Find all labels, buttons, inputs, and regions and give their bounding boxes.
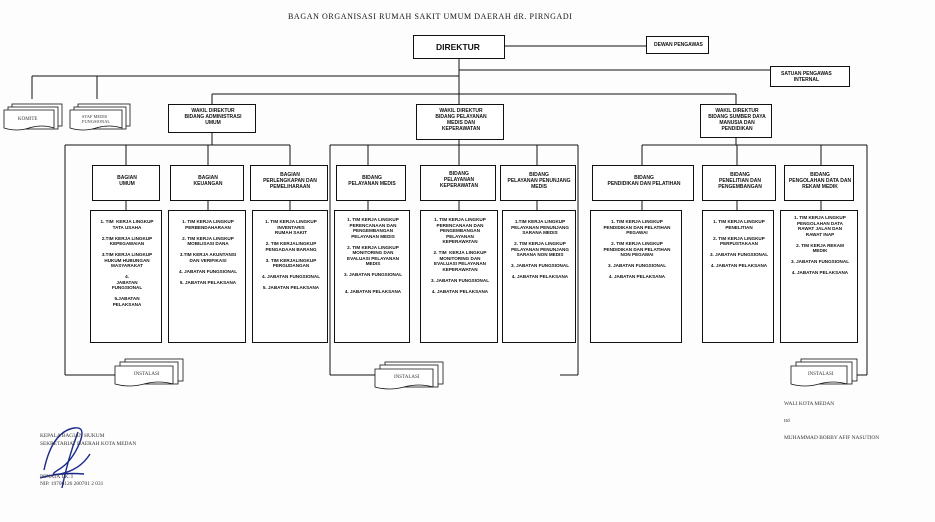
dewan-pengawas-box: DEWAN PENGAWAS	[646, 36, 709, 54]
wakil-sdm-box: WAKIL DIREKTUR BIDANG SUMBER DAYA MANUSI…	[700, 104, 772, 138]
spi-label: SATUAN PENGAWAS INTERNAL	[781, 71, 832, 83]
unit-detail-umum: 1. TIM KERJA LINGKUP TATA USAHA 2.TIM KE…	[90, 210, 162, 343]
unit-head-rekam-medik: BIDANG PENGOLAHAN DATA DAN REKAM MEDIK	[784, 165, 854, 201]
footer-right-line1: WALI KOTA MEDAN	[784, 401, 835, 407]
instalasi-doc-icon-1	[114, 358, 184, 387]
unit-head-keuangan: BAGIAN KEUANGAN	[170, 165, 244, 201]
unit-detail-text: 1. TIM KERJA LINGKUP PERENCANAAN DAN PEN…	[430, 217, 490, 294]
staf-medis-label: STAF MEDIS FUNGSIONAL	[82, 114, 111, 125]
komite-label: KOMITE	[18, 117, 38, 122]
unit-head-label: BAGIAN KEUANGAN	[193, 175, 223, 187]
unit-head-perlengkapan: BAGIAN PERLENGKAPAN DAN PEMELIHARAAN	[250, 165, 328, 201]
wakil-pelayanan-label: WAKIL DIREKTUR BIDANG PELAYANAN MEDIS DA…	[435, 108, 487, 132]
instalasi-label-2: INSTALASI	[394, 375, 420, 380]
chart-title: BAGAN ORGANISASI RUMAH SAKIT UMUM DAERAH…	[288, 12, 573, 21]
direktur-label: DIREKTUR	[436, 42, 480, 52]
unit-head-keperawatan: BIDANG PELAYANAN KEPERAWATAN	[420, 165, 496, 201]
komite-doc-icon	[3, 103, 63, 131]
staf-medis-doc-icon	[69, 103, 131, 131]
dewan-pengawas-label: DEWAN PENGAWAS	[654, 42, 703, 48]
unit-detail-text: 1. TIM KERJA LINGKUP PERBENDAHARAAN 2. T…	[178, 219, 238, 285]
unit-head-umum: BAGIAN UMUM	[92, 165, 160, 201]
instalasi-doc-icon-2	[374, 361, 444, 390]
unit-detail-keuangan: 1. TIM KERJA LINGKUP PERBENDAHARAAN 2. T…	[168, 210, 246, 343]
footer-left-line1: KEPALA BAGIAN HUKUM	[40, 433, 105, 439]
unit-head-label: BAGIAN PERLENGKAPAN DAN PEMELIHARAAN	[263, 172, 317, 190]
unit-detail-text: 1. TIM KERJA LINGKUP TATA USAHA 2.TIM KE…	[100, 219, 154, 307]
footer-left-line2: SEKRETARIAT DAERAH KOTA MEDAN	[40, 441, 137, 447]
wakil-sdm-label: WAKIL DIREKTUR BIDANG SUMBER DAYA MANUSI…	[708, 108, 766, 132]
unit-head-penunjang: BIDANG PELAYANAN PENUNJANG MEDIS	[500, 165, 576, 201]
unit-detail-text: 1. TIM KERJA LINGKUP PENGOLAHAN DATA RAW…	[790, 215, 850, 275]
wakil-admin-box: WAKIL DIREKTUR BIDANG ADMINISTRASI UMUM	[168, 104, 256, 133]
unit-detail-keperawatan: 1. TIM KERJA LINGKUP PERENCANAAN DAN PEN…	[420, 210, 498, 343]
direktur-box: DIREKTUR	[413, 35, 505, 59]
unit-head-label: BIDANG PELAYANAN KEPERAWATAN	[439, 171, 479, 189]
instalasi-doc-icon-3	[790, 358, 858, 387]
unit-head-label: BIDANG PENELITIAN DAN PENGEMBANGAN	[718, 172, 762, 190]
instalasi-label-3: INSTALASI	[808, 372, 834, 377]
unit-head-pelayanan-medis: BIDANG PELAYANAN MEDIS	[336, 165, 406, 201]
unit-head-label: BIDANG PENDIDIKAN DAN PELATIHAN	[607, 175, 681, 187]
footer-left-line4: NIP. 19700126 200701 2 031	[40, 481, 104, 487]
unit-detail-text: 1. TIM KERJA LINGKUP PENDIDIKAN DAN PELA…	[603, 219, 671, 279]
unit-detail-rekam-medik: 1. TIM KERJA LINGKUP PENGOLAHAN DATA RAW…	[780, 210, 858, 343]
unit-detail-pelayanan-medis: 1. TIM KERJA LINGKUP PERENCANAAN DAN PEN…	[334, 210, 410, 343]
unit-head-litbang: BIDANG PENELITIAN DAN PENGEMBANGAN	[702, 165, 776, 201]
unit-head-label: BIDANG PENGOLAHAN DATA DAN REKAM MEDIK	[788, 172, 852, 190]
instalasi-label-1: INSTALASI	[134, 372, 160, 377]
unit-head-diklat: BIDANG PENDIDIKAN DAN PELATIHAN	[592, 165, 694, 201]
unit-detail-perlengkapan: 1. TIM KERJA LINGKUP INVENTARIS RUMAH SA…	[252, 210, 328, 343]
unit-detail-text: 1. TIM KERJA LINGKUP INVENTARIS RUMAH SA…	[261, 219, 321, 290]
unit-head-label: BAGIAN UMUM	[117, 175, 137, 187]
footer-right-line2: ttd	[784, 418, 790, 424]
footer-right-line3: MUHAMMAD BOBBY AFIF NASUTION	[784, 435, 880, 441]
wakil-pelayanan-box: WAKIL DIREKTUR BIDANG PELAYANAN MEDIS DA…	[416, 104, 504, 140]
unit-detail-litbang: 1. TIM KERJA LINGKUP PENELITIAN 2. TIM K…	[702, 210, 774, 343]
unit-head-label: BIDANG PELAYANAN PENUNJANG MEDIS	[507, 172, 571, 190]
unit-head-label: BIDANG PELAYANAN MEDIS	[348, 175, 396, 187]
spi-box: SATUAN PENGAWAS INTERNAL	[770, 66, 850, 87]
signature-mark	[39, 427, 91, 489]
unit-detail-penunjang: 1.TIM KERJA LINGKUP PELAYANAN PENUNJANG …	[502, 210, 576, 343]
unit-detail-diklat: 1. TIM KERJA LINGKUP PENDIDIKAN DAN PELA…	[590, 210, 682, 343]
unit-detail-text: 1. TIM KERJA LINGKUP PENELITIAN 2. TIM K…	[709, 219, 769, 268]
unit-detail-text: 1.TIM KERJA LINGKUP PELAYANAN PENUNJANG …	[510, 219, 570, 279]
footer-left-line3: PENATA TK. I	[40, 474, 73, 480]
wakil-admin-label: WAKIL DIREKTUR BIDANG ADMINISTRASI UMUM	[184, 108, 242, 126]
unit-detail-text: 1. TIM KERJA LINGKUP PERENCANAAN DAN PEN…	[343, 217, 403, 294]
